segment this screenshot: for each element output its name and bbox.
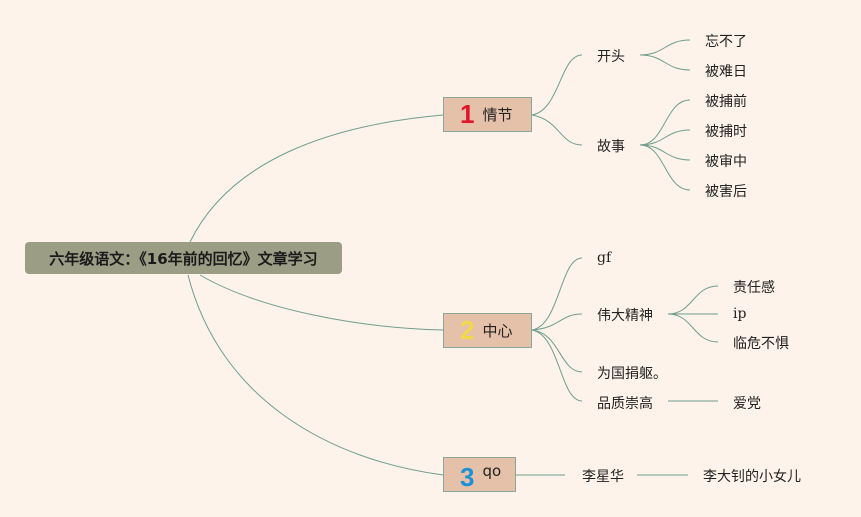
topic-plot[interactable]: 1 情节 bbox=[443, 97, 532, 132]
topic-label: 情节 bbox=[482, 106, 513, 124]
leaf[interactable]: ip bbox=[733, 306, 747, 322]
subtopic-sacrifice[interactable]: 为国捐躯。 bbox=[597, 366, 667, 382]
leaf[interactable]: 临危不惧 bbox=[733, 336, 789, 352]
leaf[interactable]: 被捕前 bbox=[705, 94, 747, 110]
topic-qo[interactable]: 3 qo bbox=[443, 457, 516, 492]
root-topic[interactable]: 六年级语文：《16年前的回忆》文章学习 bbox=[25, 242, 342, 274]
subtopic-opening[interactable]: 开头 bbox=[597, 49, 625, 65]
leaf[interactable]: 爱党 bbox=[733, 396, 761, 412]
subtopic-story[interactable]: 故事 bbox=[597, 139, 625, 155]
root-title: 六年级语文：《16年前的回忆》文章学习 bbox=[49, 249, 318, 268]
leaf[interactable]: 被审中 bbox=[705, 154, 747, 170]
subtopic-noble-quality[interactable]: 品质崇高 bbox=[597, 396, 653, 412]
subtopic-gf[interactable]: gf bbox=[597, 250, 612, 266]
leaf[interactable]: 李大钊的小女儿 bbox=[703, 469, 801, 485]
number-1-icon: 1 bbox=[460, 99, 475, 129]
subtopic-great-spirit[interactable]: 伟大精神 bbox=[597, 308, 653, 324]
leaf[interactable]: 被捕时 bbox=[705, 124, 747, 140]
leaf[interactable]: 被难日 bbox=[705, 64, 747, 80]
subtopic-li-xinghua[interactable]: 李星华 bbox=[582, 469, 624, 485]
number-3-icon: 3 bbox=[460, 462, 475, 492]
leaf[interactable]: 忘不了 bbox=[705, 34, 747, 50]
topic-center[interactable]: 2 中心 bbox=[443, 313, 532, 348]
leaf[interactable]: 被害后 bbox=[705, 184, 747, 200]
topic-label: 中心 bbox=[482, 322, 513, 340]
leaf[interactable]: 责任感 bbox=[733, 280, 775, 296]
topic-label: qo bbox=[482, 462, 502, 480]
number-2-icon: 2 bbox=[460, 315, 475, 345]
